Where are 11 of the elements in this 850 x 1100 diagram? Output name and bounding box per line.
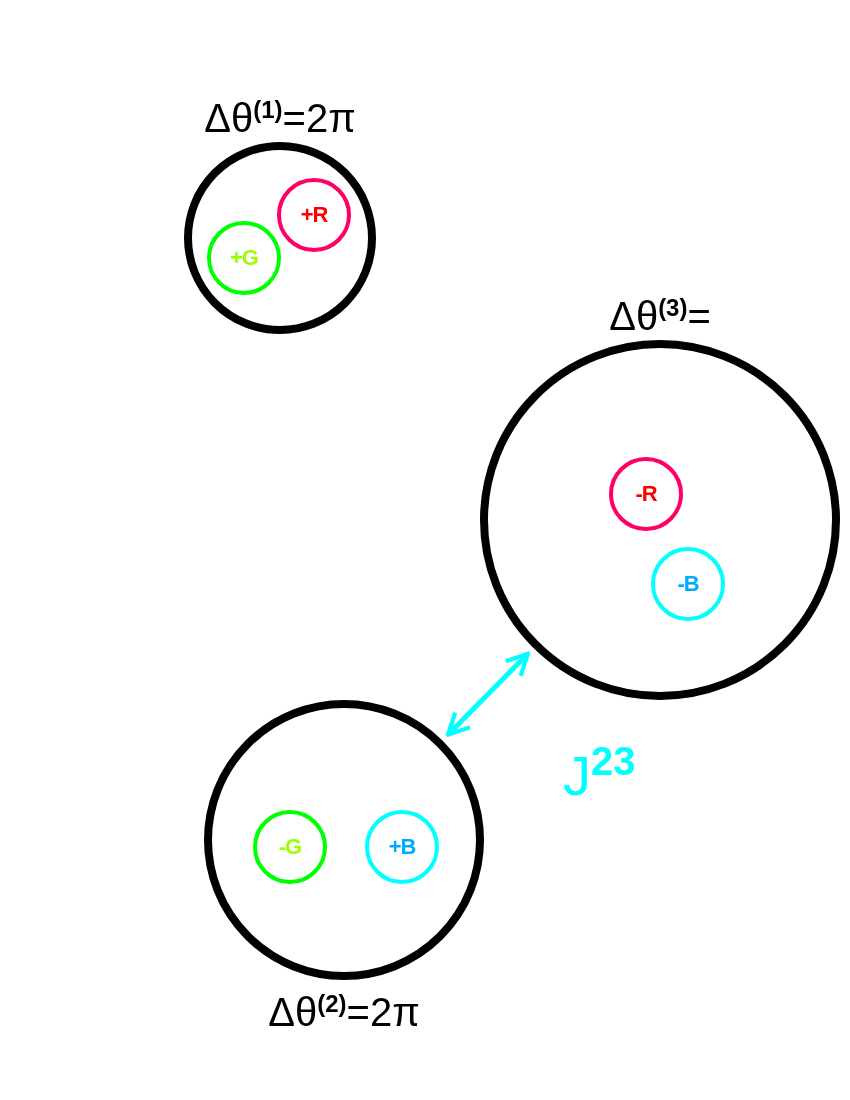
formula-label: Δθ$^{(3)}$= bbox=[608, 293, 712, 341]
formula-label: Δθ$^{(1)}$=2π bbox=[203, 95, 357, 143]
double-arrow bbox=[445, 651, 530, 737]
charge-circle: +B bbox=[365, 810, 439, 884]
charge-circle: -R bbox=[609, 457, 683, 531]
charge-circle: -G bbox=[253, 810, 327, 884]
formula-label: Δθ$^{(2)}$=2π bbox=[267, 989, 421, 1037]
charge-circle: +R bbox=[277, 178, 351, 252]
charge-circle: -B bbox=[651, 547, 725, 621]
charge-circle: +G bbox=[207, 221, 281, 295]
edge-label: J$^{23}$ bbox=[562, 739, 636, 808]
